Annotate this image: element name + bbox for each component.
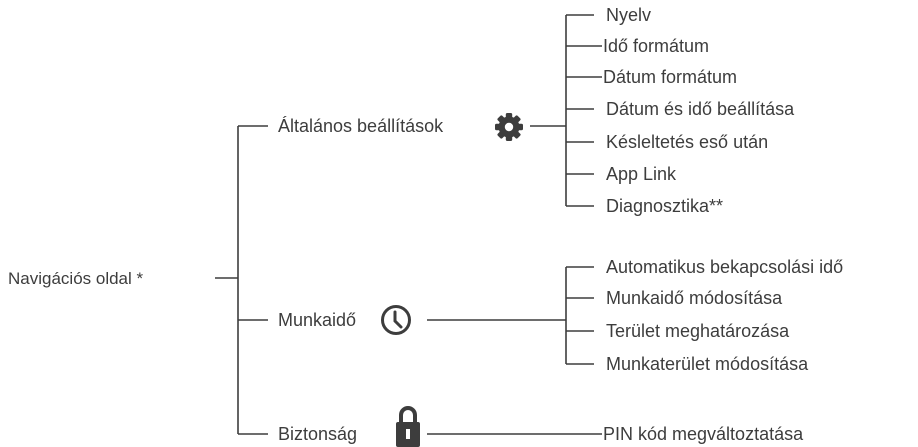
- item-define-area: Terület meghatározása: [606, 321, 790, 341]
- item-edit-work-area: Munkaterület módosítása: [606, 354, 809, 374]
- item-diagnostics: Diagnosztika**: [606, 196, 724, 216]
- gear-icon: [495, 113, 523, 141]
- item-change-pin: PIN kód megváltoztatása: [603, 424, 804, 444]
- root-label: Navigációs oldal *: [8, 269, 144, 288]
- category-worktime-label: Munkaidő: [278, 310, 357, 330]
- item-auto-start-time: Automatikus bekapcsolási idő: [606, 257, 844, 277]
- item-date-time-setting: Dátum és idő beállítása: [606, 99, 795, 119]
- item-app-link: App Link: [606, 164, 677, 184]
- item-language: Nyelv: [606, 5, 652, 25]
- category-security-label: Biztonság: [278, 424, 358, 444]
- item-edit-work-time: Munkaidő módosítása: [606, 288, 783, 308]
- item-date-format: Dátum formátum: [603, 67, 738, 87]
- clock-icon: [381, 305, 411, 335]
- item-rain-delay: Késleltetés eső után: [606, 132, 769, 152]
- lock-icon: [396, 406, 420, 447]
- item-time-format: Idő formátum: [603, 36, 710, 56]
- category-general-label: Általános beállítások: [278, 116, 444, 136]
